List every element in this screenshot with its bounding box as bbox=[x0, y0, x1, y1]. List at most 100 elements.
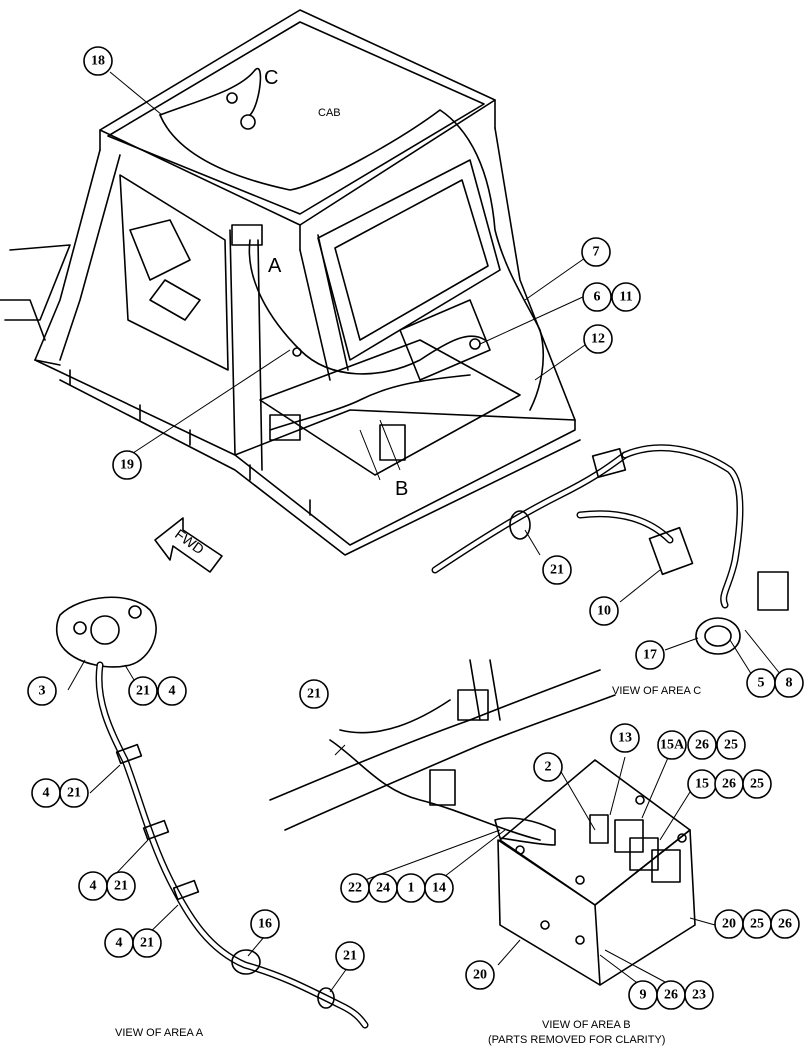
svg-text:21: 21 bbox=[114, 879, 128, 894]
callout-26-b3: 26 bbox=[770, 909, 800, 939]
svg-text:21: 21 bbox=[343, 949, 357, 964]
svg-text:9: 9 bbox=[640, 988, 647, 1003]
area-letter-c: C bbox=[264, 67, 278, 89]
callout-4-a1: 4 bbox=[157, 676, 187, 706]
fwd-arrow: FWD bbox=[154, 517, 223, 573]
svg-text:6: 6 bbox=[594, 290, 601, 305]
callout-25-b2: 25 bbox=[742, 769, 772, 799]
svg-text:24: 24 bbox=[376, 881, 390, 896]
svg-text:21: 21 bbox=[67, 786, 81, 801]
callout-26-b1: 26 bbox=[687, 730, 717, 760]
svg-text:25: 25 bbox=[750, 917, 764, 932]
callout-17: 17 bbox=[635, 640, 665, 670]
svg-text:17: 17 bbox=[643, 648, 657, 663]
svg-text:21: 21 bbox=[307, 687, 321, 702]
svg-text:4: 4 bbox=[116, 936, 123, 951]
callout-21-a4: 21 bbox=[132, 928, 162, 958]
svg-text:7: 7 bbox=[593, 245, 600, 260]
area-a-view: VIEW OF AREA A bbox=[55, 596, 369, 1039]
svg-text:26: 26 bbox=[778, 917, 792, 932]
callout-20-b2: 20 bbox=[465, 960, 495, 990]
svg-text:20: 20 bbox=[473, 968, 487, 983]
callout-25-b3: 25 bbox=[742, 909, 772, 939]
svg-text:25: 25 bbox=[750, 777, 764, 792]
svg-text:1: 1 bbox=[408, 881, 415, 896]
callout-15: 15 bbox=[687, 769, 717, 799]
svg-text:21: 21 bbox=[550, 563, 564, 578]
svg-text:23: 23 bbox=[692, 988, 706, 1003]
svg-text:22: 22 bbox=[348, 881, 362, 896]
callout-21-a2: 21 bbox=[59, 778, 89, 808]
cab-harness bbox=[159, 67, 545, 461]
callout-4-a2: 4 bbox=[31, 778, 61, 808]
callout-25-b1: 25 bbox=[716, 730, 746, 760]
svg-text:25: 25 bbox=[724, 738, 738, 753]
svg-text:19: 19 bbox=[120, 458, 134, 473]
svg-text:2: 2 bbox=[545, 760, 552, 775]
svg-text:16: 16 bbox=[258, 917, 272, 932]
svg-text:21: 21 bbox=[140, 936, 154, 951]
area-letter-b: B bbox=[395, 478, 408, 500]
callout-12: 12 bbox=[583, 324, 613, 354]
callout-13: 13 bbox=[610, 723, 640, 753]
callout-21-a3: 21 bbox=[106, 871, 136, 901]
svg-text:15: 15 bbox=[695, 777, 709, 792]
svg-text:13: 13 bbox=[618, 731, 632, 746]
svg-text:4: 4 bbox=[169, 684, 176, 699]
callout-26-b2: 26 bbox=[714, 769, 744, 799]
callout-19: 19 bbox=[112, 450, 142, 480]
callout-7: 7 bbox=[581, 237, 611, 267]
svg-text:15A: 15A bbox=[660, 738, 685, 753]
svg-text:26: 26 bbox=[695, 738, 709, 753]
callout-24: 24 bbox=[368, 873, 398, 903]
callout-10: 10 bbox=[589, 596, 619, 626]
svg-text:3: 3 bbox=[39, 684, 46, 699]
callout-9: 9 bbox=[628, 980, 658, 1010]
callout-26-b4: 26 bbox=[656, 980, 686, 1010]
callout-20-b1: 20 bbox=[714, 909, 744, 939]
area-b-view: VIEW OF AREA B (PARTS REMOVED FOR CLARIT… bbox=[269, 659, 716, 1046]
svg-text:12: 12 bbox=[591, 332, 605, 347]
svg-text:11: 11 bbox=[619, 290, 632, 305]
svg-text:5: 5 bbox=[758, 676, 765, 691]
svg-text:4: 4 bbox=[90, 879, 97, 894]
callout-21-a5: 21 bbox=[335, 941, 365, 971]
view-area-c-label: VIEW OF AREA C bbox=[612, 685, 701, 697]
view-area-b-label: VIEW OF AREA B bbox=[542, 1019, 631, 1031]
svg-text:18: 18 bbox=[91, 54, 105, 69]
callout-21-c: 21 bbox=[542, 555, 572, 585]
callout-15a: 15A bbox=[657, 730, 687, 760]
view-area-b-note: (PARTS REMOVED FOR CLARITY) bbox=[488, 1034, 665, 1046]
area-c-view: VIEW OF AREA C bbox=[431, 444, 789, 697]
svg-text:14: 14 bbox=[432, 881, 446, 896]
svg-text:10: 10 bbox=[597, 604, 611, 619]
callout-8: 8 bbox=[774, 668, 804, 698]
callout-14: 14 bbox=[424, 873, 454, 903]
callout-4-a3: 4 bbox=[78, 871, 108, 901]
callout-3: 3 bbox=[27, 676, 57, 706]
svg-text:20: 20 bbox=[722, 917, 736, 932]
callout-4-a4: 4 bbox=[104, 928, 134, 958]
callout-6: 6 bbox=[582, 282, 612, 312]
callout-11: 11 bbox=[611, 282, 641, 312]
cab-label: CAB bbox=[318, 107, 341, 119]
callout-21-b: 21 bbox=[299, 679, 329, 709]
svg-text:26: 26 bbox=[722, 777, 736, 792]
callout-21-a1: 21 bbox=[128, 676, 158, 706]
area-letter-a: A bbox=[268, 255, 282, 277]
svg-text:21: 21 bbox=[136, 684, 150, 699]
callout-5: 5 bbox=[746, 668, 776, 698]
cab-frame bbox=[0, 9, 581, 556]
fwd-label: FWD bbox=[172, 526, 207, 558]
svg-text:4: 4 bbox=[43, 786, 50, 801]
callout-23: 23 bbox=[684, 980, 714, 1010]
view-area-a-label: VIEW OF AREA A bbox=[115, 1027, 204, 1039]
callout-16: 16 bbox=[250, 909, 280, 939]
callout-22: 22 bbox=[340, 873, 370, 903]
svg-text:8: 8 bbox=[786, 676, 793, 691]
svg-text:26: 26 bbox=[664, 988, 678, 1003]
callout-1: 1 bbox=[396, 873, 426, 903]
callout-2: 2 bbox=[533, 752, 563, 782]
callout-18: 18 bbox=[83, 46, 113, 76]
